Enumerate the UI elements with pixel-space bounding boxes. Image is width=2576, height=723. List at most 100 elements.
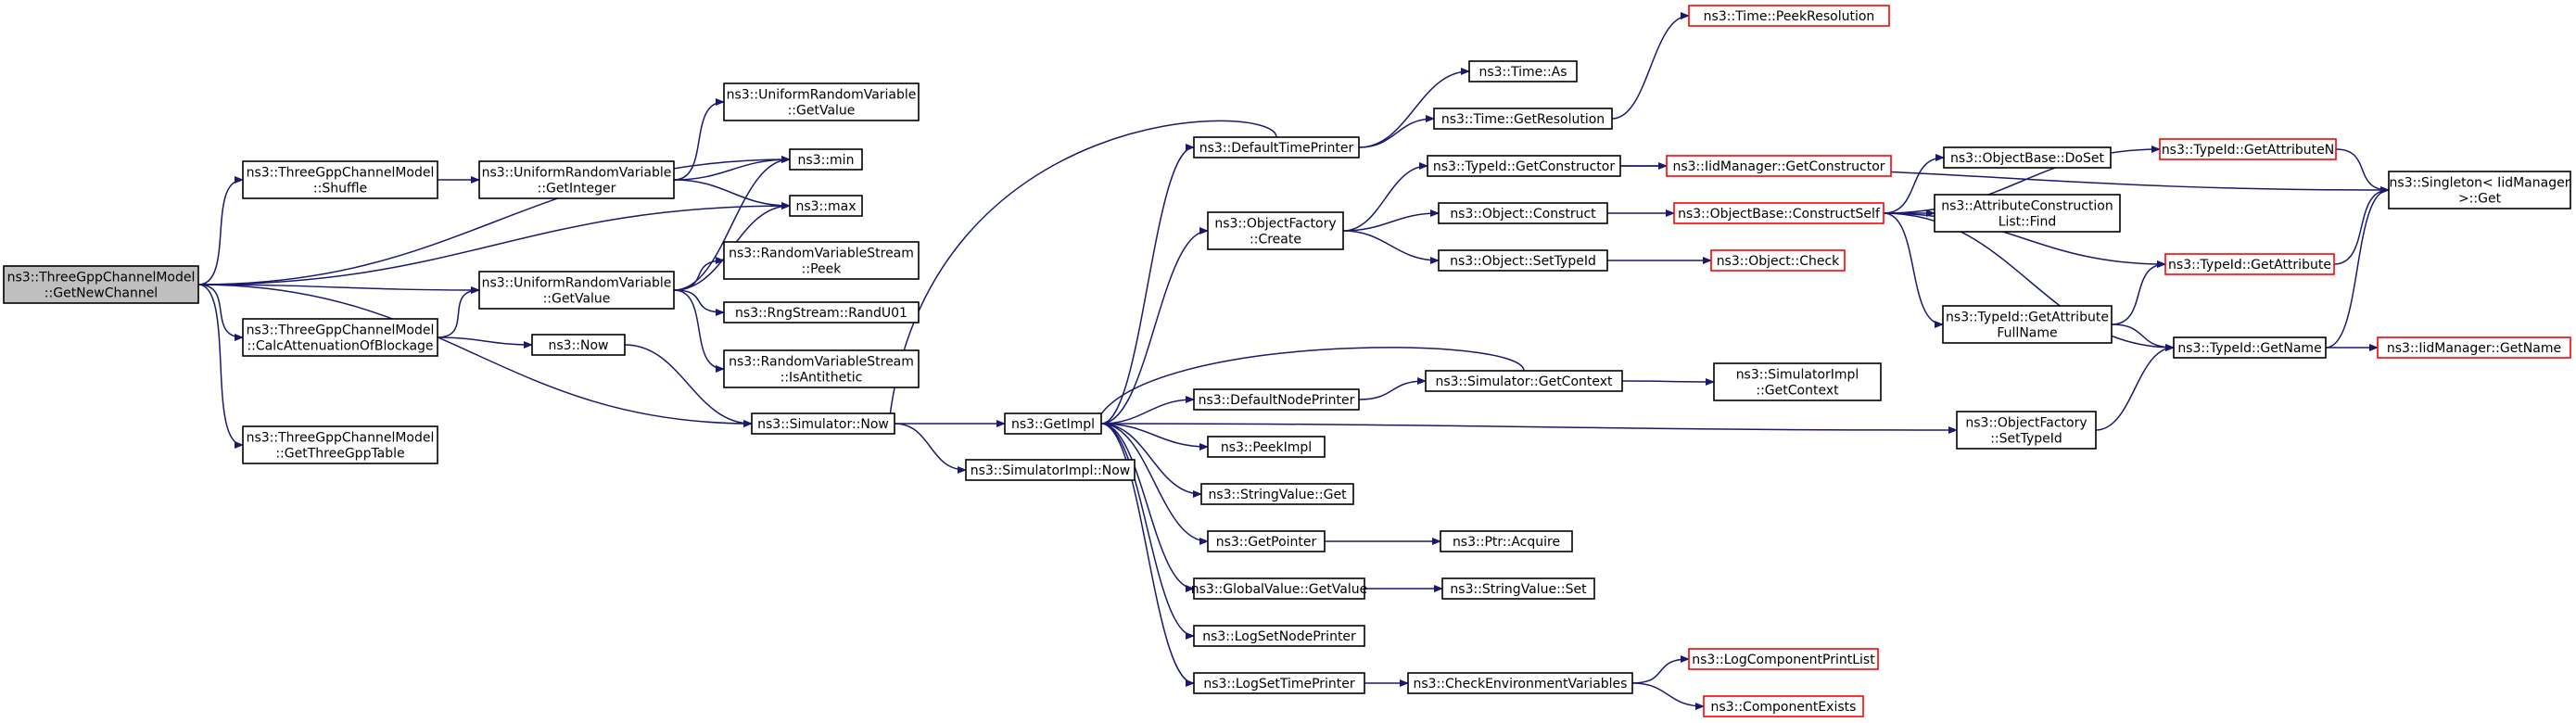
node-ptrAcquire[interactable]: ns3::Ptr::Acquire: [1440, 530, 1573, 552]
node-box: [1207, 211, 1344, 250]
node-typeIdGetAttr[interactable]: ns3::TypeId::GetAttribute: [2164, 253, 2335, 275]
node-simImplGetCtx[interactable]: ns3::SimulatorImpl::GetContext: [1713, 362, 1882, 401]
node-box: [242, 318, 438, 357]
node-box: [723, 241, 920, 280]
edge-getImpl-to-defNodePr: [1100, 396, 1195, 425]
node-simNow[interactable]: ns3::Simulator::Now: [751, 412, 895, 435]
node-randU01[interactable]: ns3::RngStream::RandU01: [723, 301, 920, 323]
node-defNodePr[interactable]: ns3::DefaultNodePrinter: [1193, 388, 1360, 411]
node-typeIdGetCons[interactable]: ns3::TypeId::GetConstructor: [1427, 155, 1621, 177]
node-label: ns3::ThreeGppChannelModel: [247, 166, 435, 181]
node-getTable[interactable]: ns3::ThreeGppChannelModel::GetThreeGppTa…: [242, 425, 438, 464]
edge-objFactSetTid-to-typeIdGetName: [2095, 344, 2175, 431]
node-typeIdGetName[interactable]: ns3::TypeId::GetName: [2173, 336, 2327, 359]
node-label: ::GetInteger: [538, 182, 616, 197]
node-box: [1688, 648, 1879, 670]
node-logCompPrint[interactable]: ns3::LogComponentPrintList: [1688, 648, 1879, 670]
node-label: ns3::Singleton< IidManager: [2390, 176, 2570, 191]
node-timePeekRes[interactable]: ns3::Time::PeekResolution: [1688, 5, 1890, 27]
edge-typeIdGetAttrFull-to-typeIdGetAttr: [2111, 260, 2166, 325]
node-objCheck[interactable]: ns3::Object::Check: [1710, 249, 1846, 272]
node-box: [723, 82, 920, 121]
edge-defTimePr-to-simNow: [886, 120, 1277, 425]
edge-calcAtt-to-urvGetVal: [437, 286, 480, 338]
node-box: [478, 160, 675, 199]
edge-objFactCreate-to-objSetTypeId: [1342, 230, 1440, 264]
edge-timeGetRes-to-timePeekRes: [1611, 12, 1690, 120]
node-label: ns3::ObjectBase::ConstructSelf: [1678, 207, 1881, 222]
node-box: [1193, 136, 1360, 159]
node-shuffle[interactable]: ns3::ThreeGppChannelModel::Shuffle: [242, 160, 438, 199]
node-label: ::CalcAttenuationOfBlockage: [247, 339, 433, 354]
node-logSetTime[interactable]: ns3::LogSetTimePrinter: [1193, 672, 1365, 694]
node-rvsAnti[interactable]: ns3::RandomVariableStream::IsAntithetic: [723, 349, 920, 388]
node-peekImpl[interactable]: ns3::PeekImpl: [1207, 436, 1326, 458]
node-timeAs[interactable]: ns3::Time::As: [1468, 60, 1578, 82]
node-label: FullName: [1997, 326, 2057, 341]
node-label: ns3::UniformRandomVariable: [482, 166, 672, 181]
node-objFactCreate[interactable]: ns3::ObjectFactory::Create: [1207, 211, 1344, 250]
node-urvGetInt[interactable]: ns3::UniformRandomVariable::GetInteger: [478, 160, 675, 199]
node-label: ns3::ObjectBase::DoSet: [1950, 151, 2104, 166]
node-objBaseConstruct[interactable]: ns3::ObjectBase::ConstructSelf: [1673, 202, 1884, 224]
node-box: [1433, 108, 1613, 130]
node-label: ns3::GetImpl: [1011, 417, 1095, 432]
node-label: ::IsAntithetic: [780, 371, 863, 386]
node-simImplNow[interactable]: ns3::SimulatorImpl::Now: [965, 459, 1136, 481]
node-objBaseDoSet[interactable]: ns3::ObjectBase::DoSet: [1943, 146, 2112, 169]
node-label: ns3::RandomVariableStream: [729, 247, 914, 261]
node-box: [2159, 138, 2337, 160]
node-rvsPeek[interactable]: ns3::RandomVariableStream::Peek: [723, 241, 920, 280]
node-strValSet[interactable]: ns3::StringValue::Set: [1441, 577, 1595, 600]
node-checkEnv[interactable]: ns3::CheckEnvironmentVariables: [1407, 672, 1633, 694]
node-objFactSetTid[interactable]: ns3::ObjectFactory::SetTypeId: [1956, 411, 2097, 450]
node-now[interactable]: ns3::Now: [531, 334, 626, 356]
edge-root-to-max: [197, 202, 791, 285]
node-urvGetVal2[interactable]: ns3::UniformRandomVariable::GetValue: [723, 82, 920, 121]
node-box: [1407, 672, 1633, 694]
node-timeGetRes[interactable]: ns3::Time::GetResolution: [1433, 108, 1613, 130]
node-iidMgrGetCons[interactable]: ns3::IidManager::GetConstructor: [1666, 155, 1892, 177]
edge-objBaseConstruct-to-objBaseDoSet: [1883, 154, 1945, 214]
node-typeIdGetAttrN[interactable]: ns3::TypeId::GetAttributeN: [2159, 138, 2337, 160]
node-label: ns3::ThreeGppChannelModel: [7, 271, 196, 285]
node-logSetNode[interactable]: ns3::LogSetNodePrinter: [1193, 625, 1365, 647]
node-urvGetVal[interactable]: ns3::UniformRandomVariable::GetValue: [478, 271, 675, 310]
node-label: ns3::Simulator::GetContext: [1435, 374, 1613, 389]
node-getPointer[interactable]: ns3::GetPointer: [1207, 530, 1326, 552]
edge-getImpl-to-defTimePr: [1100, 144, 1195, 425]
node-singletonGet[interactable]: ns3::Singleton< IidManager >::Get: [2388, 171, 2571, 209]
node-box: [1934, 194, 2121, 233]
node-box: [1200, 483, 1354, 505]
edge-root-to-urvGetVal: [197, 284, 480, 294]
node-label: ::Peek: [802, 262, 843, 277]
node-label: ::GetThreeGppTable: [275, 447, 404, 462]
node-max[interactable]: ns3::max: [789, 195, 863, 217]
node-label: ns3::Simulator::Now: [757, 417, 889, 432]
node-label: ns3::GetPointer: [1216, 535, 1317, 550]
edge-getImpl-to-logSetNode: [1100, 423, 1195, 640]
node-iidMgrGetName[interactable]: ns3::IidManager::GetName: [2377, 336, 2571, 359]
node-root[interactable]: ns3::ThreeGppChannelModel::GetNewChannel: [3, 265, 199, 304]
node-label: ns3::DefaultTimePrinter: [1199, 141, 1354, 156]
node-min[interactable]: ns3::min: [789, 148, 863, 171]
node-label: ns3::TypeId::GetAttribute: [1946, 311, 2109, 325]
node-calcAtt[interactable]: ns3::ThreeGppChannelModel::CalcAttenuati…: [242, 318, 438, 357]
node-globValGet[interactable]: ns3::GlobalValue::GetValue: [1191, 577, 1367, 600]
node-label: ns3::GlobalValue::GetValue: [1191, 582, 1367, 597]
node-label: ns3::LogSetNodePrinter: [1202, 629, 1356, 644]
node-label: ns3::TypeId::GetConstructor: [1433, 159, 1615, 174]
node-compExists[interactable]: ns3::ComponentExists: [1703, 695, 1864, 717]
node-strValGet[interactable]: ns3::StringValue::Get: [1200, 483, 1354, 505]
node-simGetCtx[interactable]: ns3::Simulator::GetContext: [1425, 370, 1623, 392]
node-objConstruct[interactable]: ns3::Object::Construct: [1438, 202, 1608, 224]
node-defTimePr[interactable]: ns3::DefaultTimePrinter: [1193, 136, 1360, 159]
node-getImpl[interactable]: ns3::GetImpl: [1004, 412, 1102, 435]
node-label: ns3::IidManager::GetConstructor: [1672, 159, 1884, 174]
node-box: [1207, 530, 1326, 552]
node-objSetTypeId[interactable]: ns3::Object::SetTypeId: [1438, 249, 1608, 272]
node-label: List::Find: [1999, 215, 2057, 230]
edge-urvGetVal-to-min: [673, 156, 791, 291]
